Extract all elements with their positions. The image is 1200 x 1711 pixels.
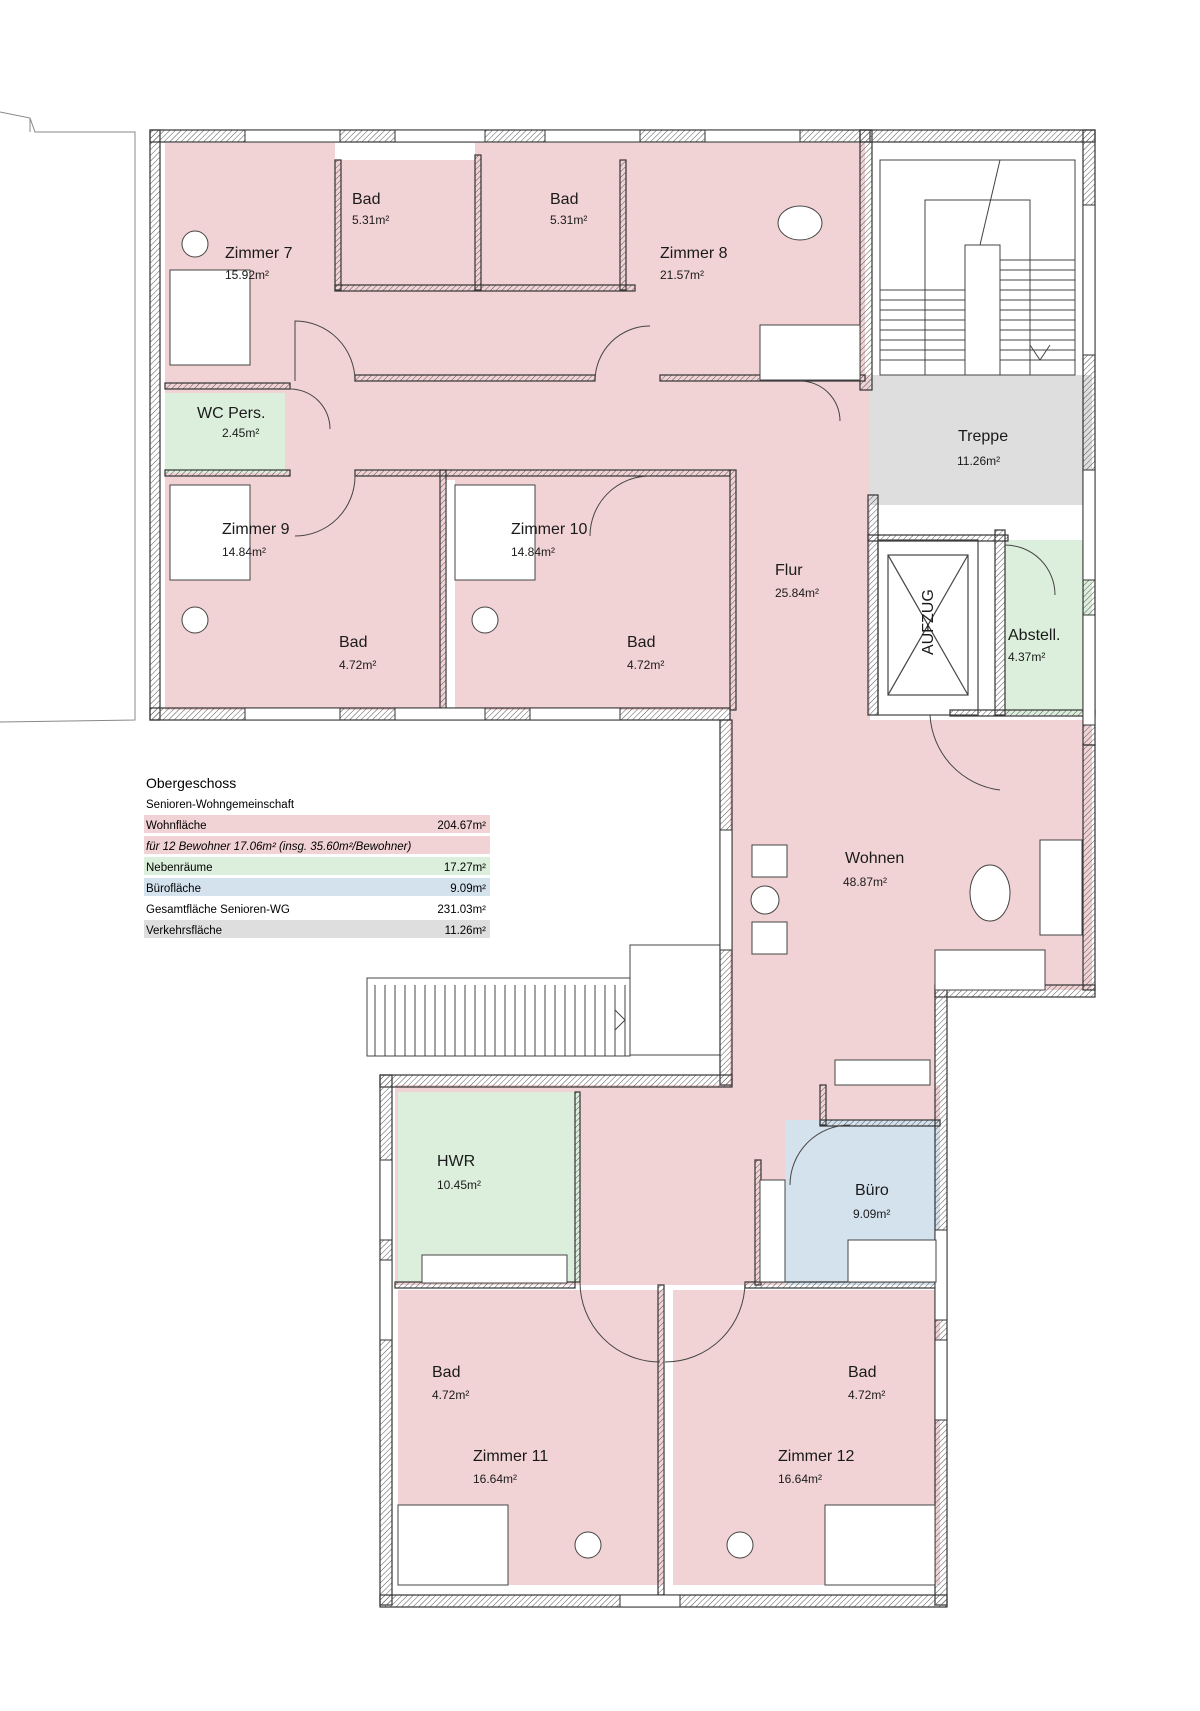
room-area-bad-8: 5.31m² [550, 213, 587, 227]
door-swings [289, 320, 1056, 1363]
room-label-abstell: Abstell. [1008, 627, 1060, 644]
bed-zimmer-10 [454, 484, 536, 581]
legend-row-label: Nebenräume [146, 862, 212, 874]
legend-row-label: Wohnfläche [146, 820, 207, 832]
room-area-bad-9: 4.72m² [339, 658, 376, 672]
table-zimmer-11 [574, 1531, 602, 1559]
fill-hwr [398, 1092, 580, 1282]
room-label-hwr: HWR [437, 1153, 475, 1170]
legend-subtitle: Senioren-Wohngemeinschaft [146, 799, 295, 811]
fill-wohnen-1 [730, 720, 1092, 990]
table-dining [750, 885, 780, 915]
elevator-shaft [877, 539, 979, 716]
bed-zimmer-12 [824, 1504, 936, 1586]
room-area-wohnen: 48.87m² [843, 875, 887, 889]
stair-steps [880, 259, 1075, 361]
room-label-bad-10: Bad [627, 634, 655, 651]
stairwell [879, 159, 1076, 376]
external-stair [366, 944, 721, 1057]
room-area-zimmer-12: 16.64m² [778, 1472, 822, 1486]
room-label-zimmer-7: Zimmer 7 [225, 245, 293, 262]
room-label-bad-7: Bad [352, 191, 380, 208]
legend-row-bg [144, 920, 490, 938]
room-label-buero: Büro [855, 1182, 889, 1199]
legend-row-value: 17.27m² [444, 862, 486, 874]
room-area-hwr: 10.45m² [437, 1178, 481, 1192]
room-area-abstell: 4.37m² [1008, 650, 1045, 664]
room-area-zimmer-10: 14.84m² [511, 545, 555, 559]
sofa-wohnen [1039, 839, 1083, 936]
legend-row-label: Verkehrsfläche [146, 925, 222, 937]
table-zimmer-7 [181, 230, 209, 258]
table-zimmer-10 [471, 606, 499, 634]
room-label-flur: Flur [775, 562, 803, 579]
room-label-aufzug: AUFZUG [920, 589, 937, 655]
table-wohnen [969, 864, 1011, 922]
fill-bad-7 [335, 160, 475, 290]
room-area-treppe: 11.26m² [957, 454, 1000, 468]
room-area-zimmer-9: 14.84m² [222, 545, 266, 559]
room-area-bad-12: 4.72m² [848, 1388, 885, 1402]
bed-zimmer-8 [759, 324, 861, 381]
room-label-bad-11: Bad [432, 1364, 460, 1381]
cupboard-hwr [421, 1254, 568, 1284]
legend-row-value: 204.67m² [437, 820, 486, 832]
room-area-buero: 9.09m² [853, 1207, 890, 1221]
room-area-zimmer-8: 21.57m² [660, 268, 704, 282]
furniture [169, 205, 1083, 1586]
room-label-treppe: Treppe [958, 428, 1008, 445]
neighbour-building-outline [0, 111, 136, 723]
kitchen-wohnen [834, 1059, 931, 1086]
room-label-wohnen: Wohnen [845, 850, 904, 867]
legend-row-value: 9.09m² [450, 883, 486, 895]
room-area-wc-pers: 2.45m² [222, 426, 259, 440]
legend-row-label: Bürofläche [146, 883, 201, 895]
legend-row-bg [144, 878, 490, 896]
chair-dining-2 [751, 921, 788, 955]
room-area-bad-10: 4.72m² [627, 658, 664, 672]
legend-row-value: 231.03m² [437, 904, 486, 916]
legend-row-label: Gesamtfläche Senioren-WG [146, 904, 290, 916]
room-label-bad-12: Bad [848, 1364, 876, 1381]
legend: Obergeschoss Senioren-Wohngemeinschaft W… [144, 775, 490, 938]
legend-rows: Wohnfläche 204.67m² für 12 Bewohner 17.0… [144, 815, 490, 938]
room-label-zimmer-10: Zimmer 10 [511, 521, 588, 538]
desk-buero [847, 1239, 937, 1283]
legend-row-bg [144, 899, 490, 917]
table-zimmer-9 [181, 606, 209, 634]
legend-row-label: für 12 Bewohner 17.06m² (insg. 35.60m²/B… [146, 841, 411, 853]
room-area-bad-11: 4.72m² [432, 1388, 469, 1402]
room-label-zimmer-11: Zimmer 11 [473, 1448, 548, 1465]
legend-title: Obergeschoss [146, 775, 236, 791]
legend-row-bg [144, 836, 490, 854]
room-area-bad-7: 5.31m² [352, 213, 389, 227]
room-area-flur: 25.84m² [775, 586, 819, 600]
wardrobe-buero [759, 1179, 786, 1283]
sideboard-wohnen [934, 949, 1046, 991]
table-zimmer-8 [777, 205, 823, 241]
room-label-wc-pers: WC Pers. [197, 405, 265, 422]
room-area-zimmer-7: 15.92m² [225, 268, 269, 282]
room-label-bad-8: Bad [550, 191, 578, 208]
room-label-zimmer-8: Zimmer 8 [660, 245, 728, 262]
legend-row-bg [144, 857, 490, 875]
room-label-zimmer-9: Zimmer 9 [222, 521, 290, 538]
fill-wc-pers [165, 393, 285, 473]
windows [244, 129, 1096, 1608]
fill-treppe-landing [870, 375, 1092, 505]
room-labels: Zimmer 7 15.92m² Bad 5.31m² Bad 5.31m² Z… [197, 191, 1060, 1486]
room-label-bad-9: Bad [339, 634, 367, 651]
room-label-zimmer-12: Zimmer 12 [778, 1448, 855, 1465]
bed-zimmer-9 [169, 484, 251, 581]
chair-dining-1 [751, 844, 788, 878]
legend-row-value: 11.26m² [445, 925, 487, 937]
legend-row-bg [144, 815, 490, 833]
bed-zimmer-7 [169, 269, 251, 366]
room-area-zimmer-11: 16.64m² [473, 1472, 517, 1486]
bed-zimmer-11 [397, 1504, 509, 1586]
table-zimmer-12 [726, 1531, 754, 1559]
